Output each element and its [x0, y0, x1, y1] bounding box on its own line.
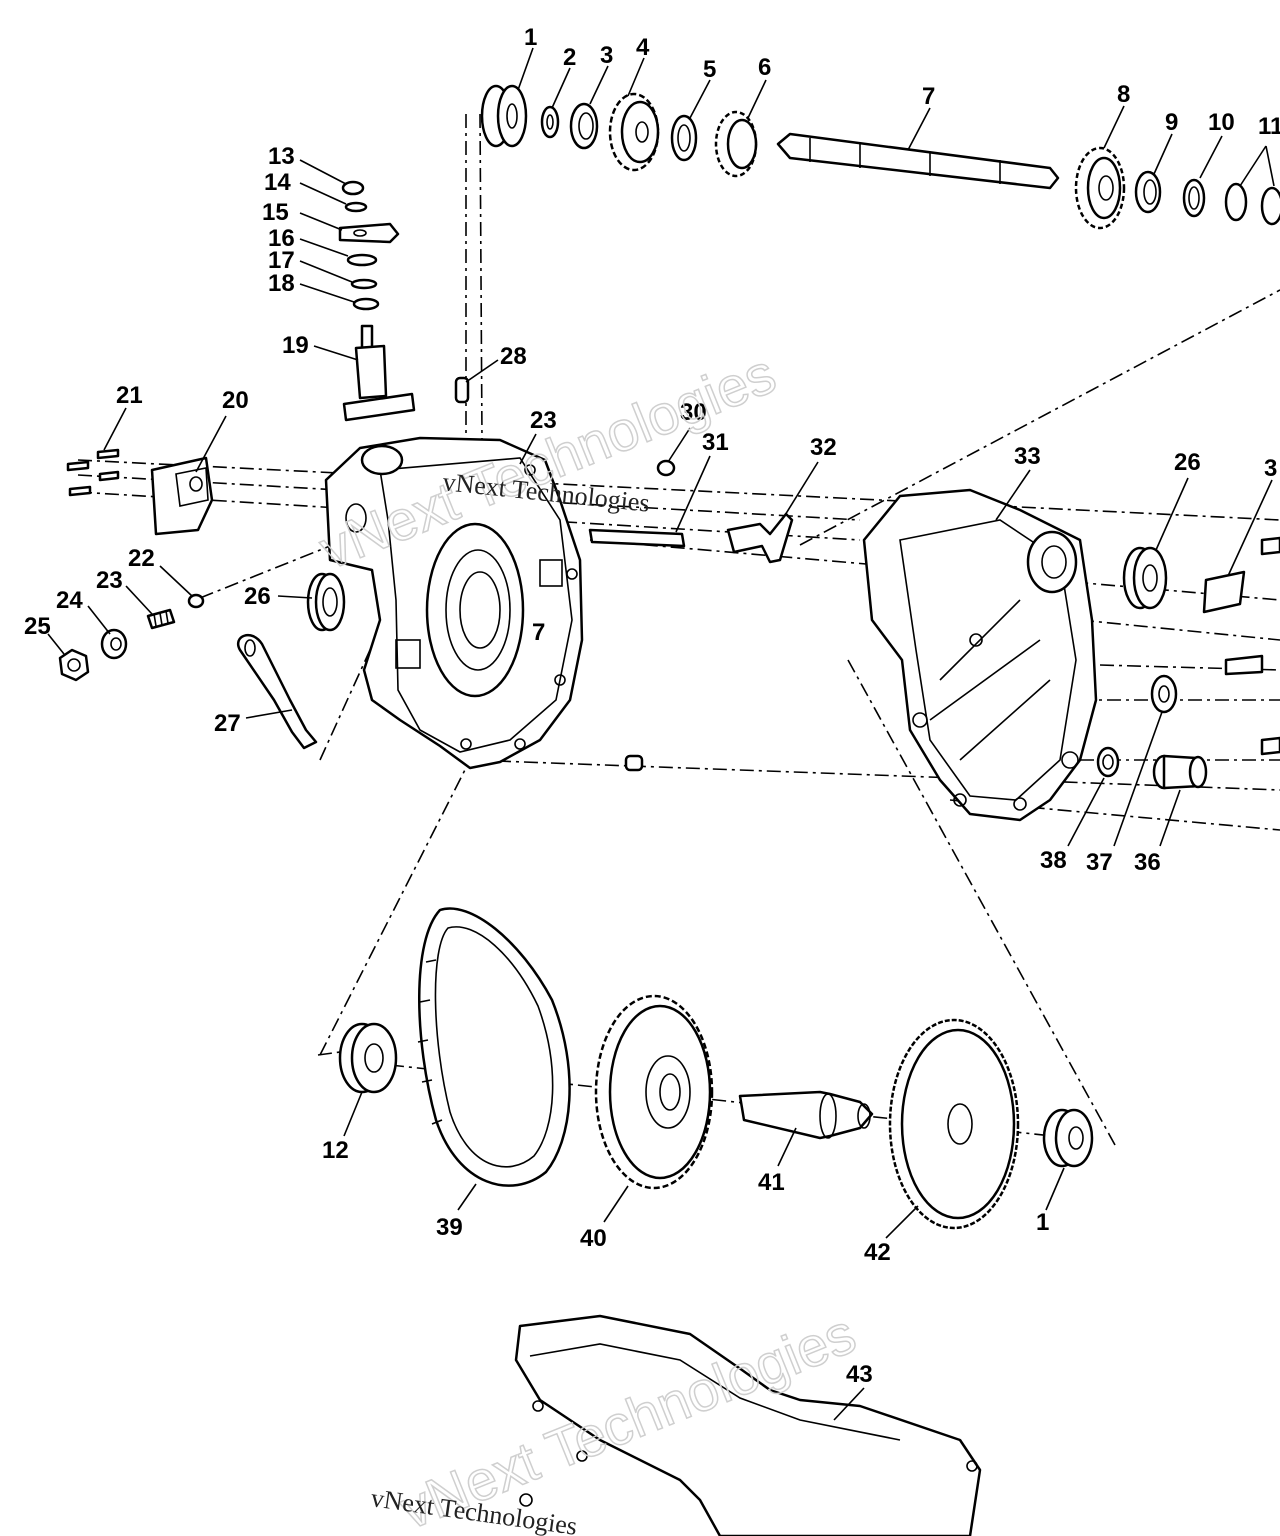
part-37-washer	[1150, 674, 1178, 714]
part-9-bushing	[1134, 170, 1162, 214]
part-23-spring	[146, 608, 176, 630]
part-18-washer	[352, 297, 380, 311]
callout-31: 31	[702, 429, 729, 456]
part-13-nut	[341, 180, 365, 196]
callout-43: 43	[846, 1361, 873, 1388]
part-10-ring	[1182, 178, 1206, 218]
callout-19: 19	[282, 332, 309, 359]
callout-28: 28	[500, 343, 527, 370]
callout-24: 24	[56, 587, 83, 614]
callout-18: 18	[268, 270, 295, 297]
callout-9: 9	[1165, 109, 1178, 136]
part-1-bearing-top	[480, 84, 528, 148]
callout-2: 2	[563, 44, 576, 71]
part-26-seal-left	[306, 572, 346, 632]
part-1-bearing-lower	[1042, 1108, 1094, 1168]
callout-23-upper: 23	[530, 407, 557, 434]
callout-23-lower: 23	[96, 567, 123, 594]
callout-22: 22	[128, 545, 155, 572]
callout-41: 41	[758, 1169, 785, 1196]
part-28-dowel	[454, 376, 470, 404]
part-34-gasket	[1202, 570, 1246, 614]
part-6-gear	[714, 110, 758, 178]
alignment-lines	[77, 113, 1280, 1146]
part-16-washer	[346, 253, 378, 267]
callout-32: 32	[810, 434, 837, 461]
callout-42: 42	[864, 1239, 891, 1266]
part-19-shift-shaft	[342, 324, 416, 422]
callout-20: 20	[222, 387, 249, 414]
callout-39: 39	[436, 1214, 463, 1241]
part-8-gear	[1074, 146, 1126, 230]
callout-37: 37	[1086, 849, 1113, 876]
part-17-washer	[350, 278, 378, 290]
callout-36: 36	[1134, 849, 1161, 876]
part-38-ring	[1096, 746, 1120, 778]
callout-25: 25	[24, 613, 51, 640]
part-20-block	[150, 456, 214, 536]
callout-38: 38	[1040, 847, 1067, 874]
callout-12: 12	[322, 1137, 349, 1164]
callout-6: 6	[758, 54, 771, 81]
callout-33: 33	[1014, 443, 1041, 470]
callout-14: 14	[264, 169, 291, 196]
part-43-guard	[514, 1314, 982, 1536]
callout-4: 4	[636, 34, 650, 61]
part-22-plug	[187, 593, 205, 609]
callout-40: 40	[580, 1225, 607, 1252]
part-40-sprocket	[594, 994, 714, 1190]
part-11-rings	[1224, 182, 1280, 226]
part-32-fork	[726, 512, 794, 564]
part-14-washer	[344, 201, 368, 213]
callout-16: 16	[268, 225, 295, 252]
callout-7-case: 7	[532, 619, 545, 646]
callout-13: 13	[268, 143, 295, 170]
part-right-bolts	[1224, 536, 1280, 756]
callout-3-right: 3	[1264, 455, 1277, 482]
part-5-washer	[670, 114, 698, 162]
part-21-screws	[66, 448, 120, 497]
part-26-seal-right	[1122, 546, 1168, 610]
callout-26-right: 26	[1174, 449, 1201, 476]
part-39-chain	[417, 907, 571, 1187]
part-36-bushing	[1152, 754, 1208, 790]
callout-30: 30	[680, 399, 707, 426]
callout-17: 17	[268, 247, 295, 274]
part-2-washer	[540, 105, 560, 139]
part-7-shaft	[776, 132, 1060, 190]
callout-27: 27	[214, 710, 241, 737]
part-41-shaft	[738, 1090, 874, 1140]
leader-lines	[47, 47, 1275, 1421]
part-15-plate	[338, 222, 400, 244]
callout-21: 21	[116, 382, 143, 409]
callout-5: 5	[703, 56, 716, 83]
callout-26-left: 26	[244, 583, 271, 610]
callout-7: 7	[922, 83, 935, 110]
part-42-gear	[888, 1018, 1020, 1230]
callout-1: 1	[524, 24, 537, 51]
callout-10: 10	[1208, 109, 1235, 136]
callout-11: 11	[1258, 113, 1280, 140]
right-case-half	[862, 488, 1098, 822]
callout-3: 3	[600, 42, 613, 69]
part-24-washer	[100, 628, 128, 660]
callout-1-lower: 1	[1036, 1209, 1049, 1236]
part-dowel-lower	[624, 754, 644, 772]
part-12-bearing	[338, 1022, 398, 1094]
part-31-rod	[588, 528, 686, 548]
part-4-gear	[608, 92, 660, 172]
callout-15: 15	[262, 199, 289, 226]
part-27-dipstick	[236, 633, 318, 750]
callout-8: 8	[1117, 81, 1130, 108]
part-30-detent	[656, 459, 676, 477]
part-3-bearing	[569, 102, 599, 150]
left-case-half	[324, 436, 584, 770]
callout-labels: 1 2 3 4 5 6 7 8 9 10 11 13 14 15 16 17 1…	[24, 24, 1280, 1388]
part-25-nut	[58, 648, 90, 682]
